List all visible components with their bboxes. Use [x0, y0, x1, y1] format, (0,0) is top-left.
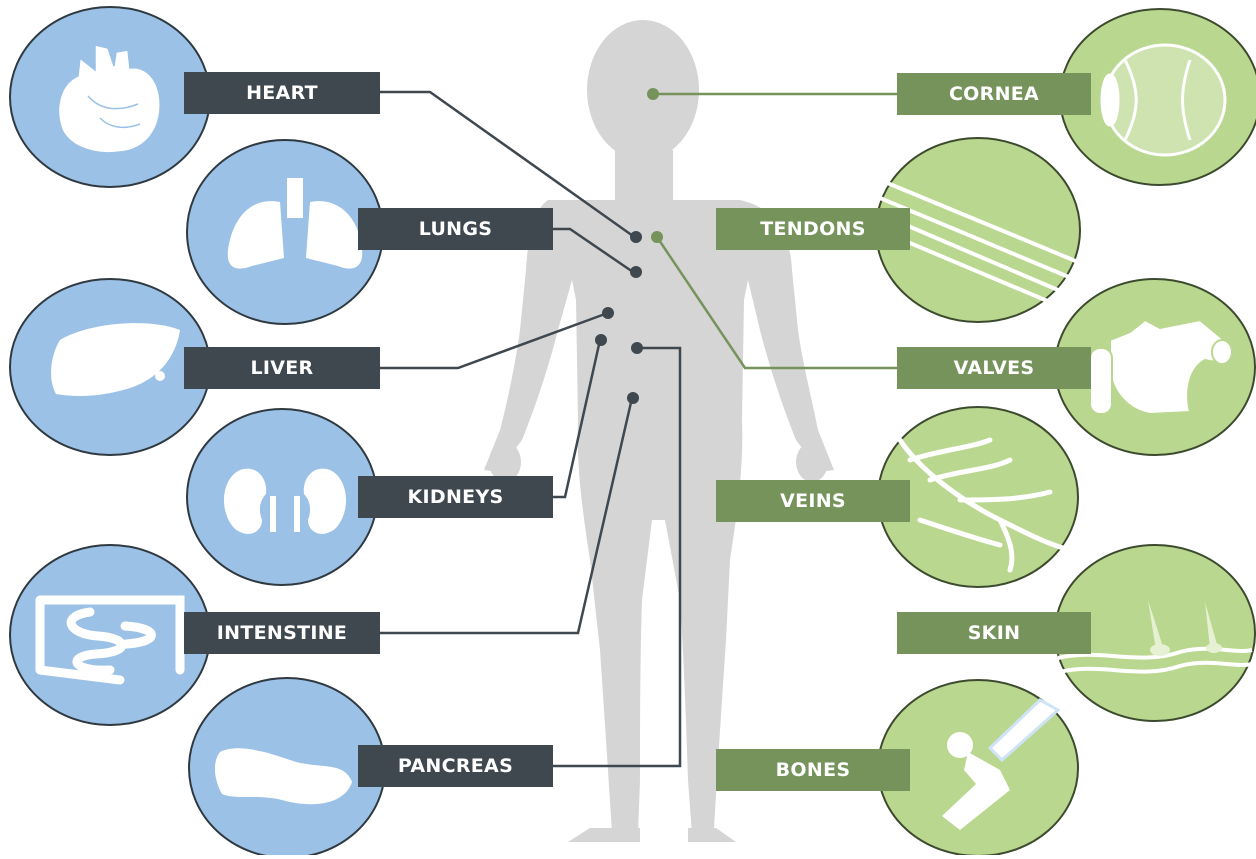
label-veins: VEINS [716, 480, 910, 522]
dot-intestine [627, 392, 639, 404]
label-liver: LIVER [184, 347, 380, 389]
organ-circle-lungs [187, 140, 383, 324]
label-cornea: CORNEA [897, 73, 1091, 115]
label-lungs: LUNGS [358, 208, 553, 250]
connector-liver [380, 314, 605, 368]
body-silhouette [484, 20, 834, 842]
organ-circle-pancreas [189, 678, 385, 855]
label-heart: HEART [184, 72, 380, 114]
organ-circle-kidneys [187, 409, 377, 585]
label-skin: SKIN [897, 612, 1091, 654]
dot-kidneys [595, 334, 607, 346]
label-valves: VALVES [897, 347, 1091, 389]
organ-circle-intestine [10, 545, 210, 725]
label-kidneys: KIDNEYS [358, 476, 553, 518]
dot-valves [651, 231, 663, 243]
label-intestine: INTENSTINE [184, 612, 380, 654]
label-tendons: TENDONS [716, 208, 910, 250]
organ-circle-liver [10, 279, 210, 455]
dot-pancreas [631, 342, 643, 354]
dot-lungs [630, 266, 642, 278]
dot-heart [630, 231, 642, 243]
dot-cornea [647, 88, 659, 100]
dot-liver [602, 307, 614, 319]
eye-icon [1102, 45, 1225, 155]
organ-circle-heart [10, 7, 210, 187]
label-bones: BONES [716, 749, 910, 791]
label-pancreas: PANCREAS [358, 745, 553, 787]
